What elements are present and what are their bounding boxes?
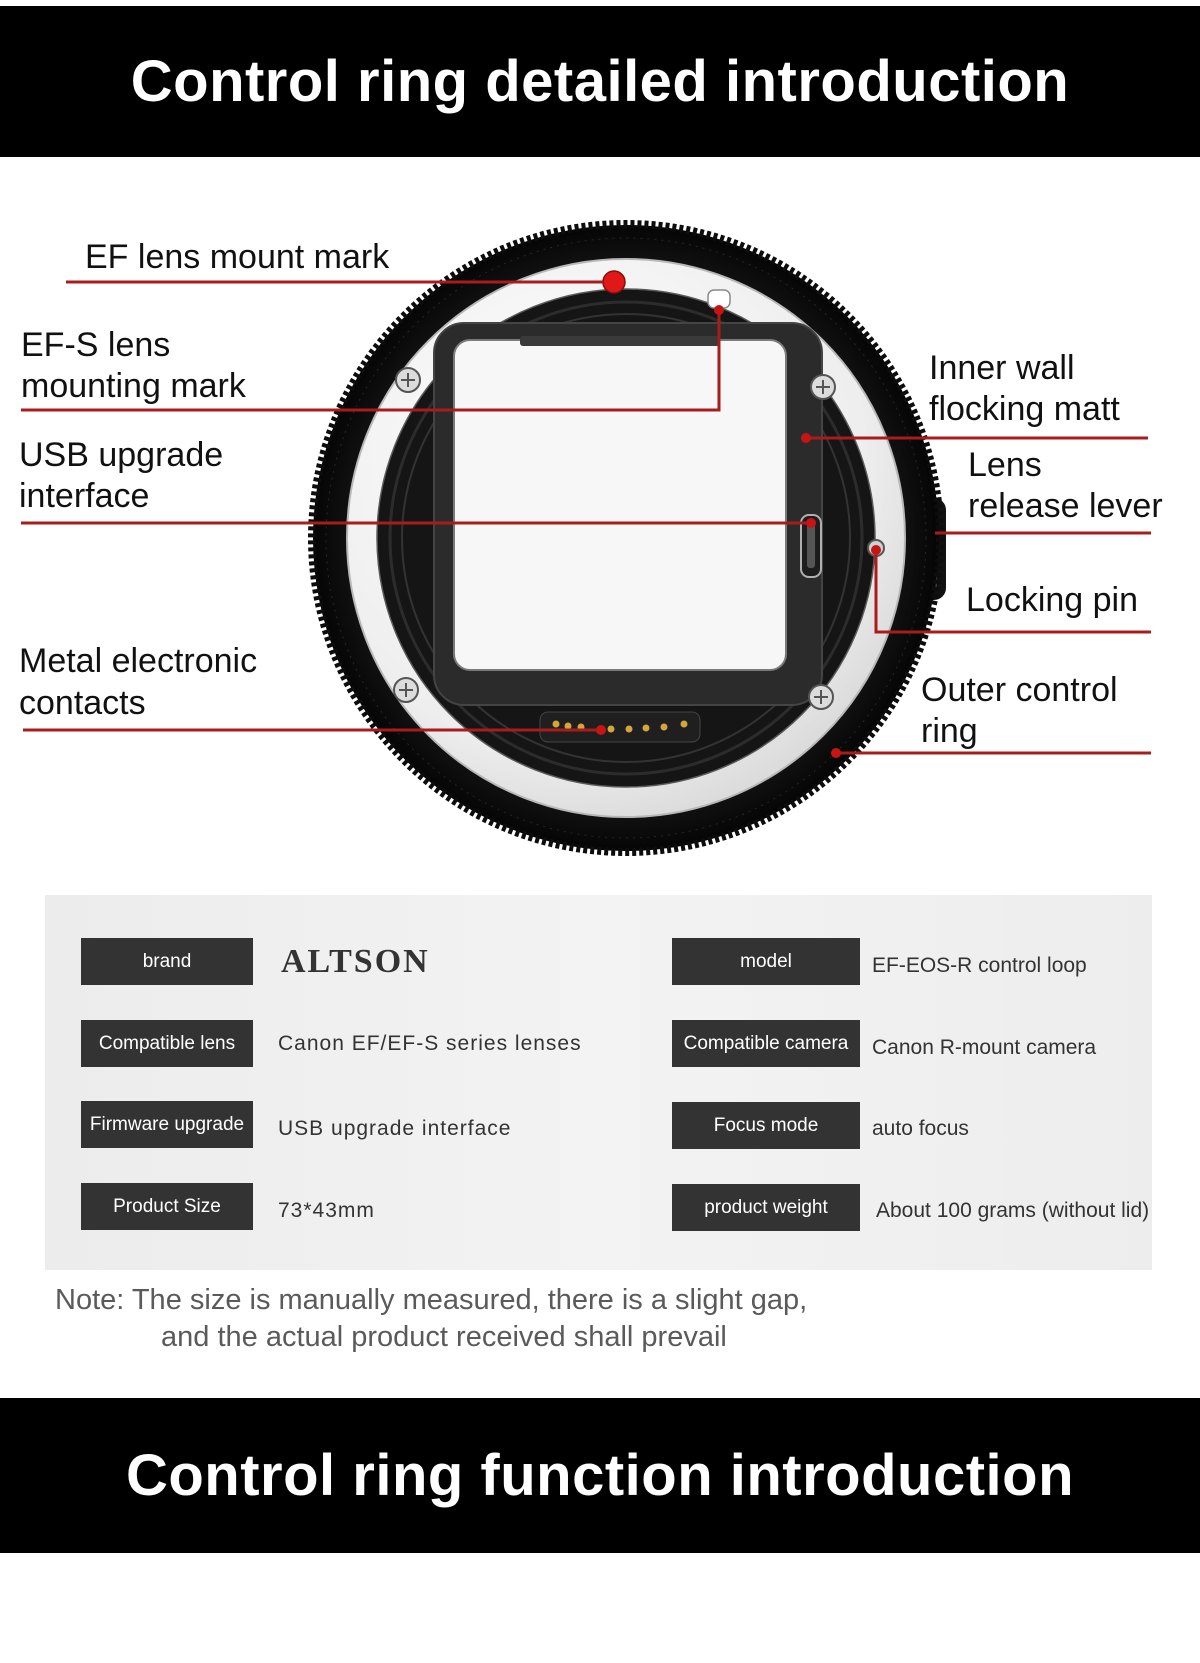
usb-port bbox=[800, 514, 822, 578]
spec-value-brand: ALTSON bbox=[281, 942, 430, 980]
callout-line-locking-pin bbox=[874, 550, 1151, 634]
callout-dot bbox=[806, 518, 816, 528]
note-line-2: and the actual product received shall pr… bbox=[161, 1321, 727, 1353]
spec-label-compatible-lens: Compatible lens bbox=[81, 1020, 253, 1067]
callout-label-ef-mount-mark: EF lens mount mark bbox=[85, 238, 390, 276]
callout-label-outer-control-ring: Outer control ring bbox=[921, 671, 1118, 750]
screw-icon bbox=[810, 374, 836, 400]
callout-label-efs-mount-mark: EF-S lens mounting mark bbox=[21, 326, 246, 405]
spec-label-focus-mode: Focus mode bbox=[672, 1102, 860, 1149]
footer-banner: Control ring function introduction bbox=[0, 1398, 1200, 1553]
ef-mount-mark-dot bbox=[602, 270, 626, 294]
callout-label-usb-interface: USB upgrade interface bbox=[19, 436, 224, 515]
callout-dot bbox=[801, 433, 811, 443]
callout-label-locking-pin: Locking pin bbox=[966, 581, 1139, 619]
callout-dot bbox=[714, 305, 724, 315]
spec-value-focus-mode: auto focus bbox=[872, 1116, 969, 1140]
callout-label-inner-wall: Inner wall flocking matt bbox=[929, 349, 1120, 428]
contact-pin bbox=[642, 724, 650, 732]
spec-value-model: EF-EOS-R control loop bbox=[872, 953, 1087, 977]
spec-label-product-weight: product weight bbox=[672, 1184, 860, 1231]
screw-icon bbox=[808, 684, 834, 710]
callout-dot bbox=[831, 748, 841, 758]
callout-line-efs-mount-mark bbox=[21, 310, 721, 412]
center-opening bbox=[453, 339, 787, 671]
contact-pin bbox=[660, 723, 668, 731]
note-line-1: Note: The size is manually measured, the… bbox=[55, 1284, 808, 1316]
spec-label-model: model bbox=[672, 938, 860, 985]
spec-value-product-weight: About 100 grams (without lid) bbox=[876, 1198, 1150, 1222]
callout-dot bbox=[596, 725, 606, 735]
spec-value-firmware-upgrade: USB upgrade interface bbox=[278, 1116, 512, 1140]
control-ring-diagram bbox=[21, 220, 1151, 856]
contact-pin bbox=[625, 725, 633, 733]
spec-value-compatible-camera: Canon R-mount camera bbox=[872, 1035, 1097, 1059]
section-title: Control ring function introduction bbox=[125, 1443, 1075, 1508]
callout-dot bbox=[871, 545, 881, 555]
contact-pin bbox=[564, 722, 572, 730]
page-title: Control ring detailed introduction bbox=[130, 49, 1070, 114]
contact-pin bbox=[680, 720, 688, 728]
spec-value-product-size: 73*43mm bbox=[278, 1198, 375, 1222]
header-banner: Control ring detailed introduction bbox=[0, 6, 1200, 157]
spec-label-product-size: Product Size bbox=[81, 1183, 253, 1230]
callout-label-metal-contacts: Metal electronic contacts bbox=[19, 642, 258, 722]
contact-pin bbox=[607, 725, 615, 733]
screw-icon bbox=[393, 677, 419, 703]
spec-label-compatible-camera: Compatible camera bbox=[672, 1020, 860, 1067]
electronic-contacts bbox=[539, 711, 701, 743]
contact-pin bbox=[552, 720, 560, 728]
callout-label-release-lever: Lens release lever bbox=[968, 446, 1163, 525]
spec-label-firmware-upgrade: Firmware upgrade bbox=[81, 1101, 253, 1148]
spec-label-brand: brand bbox=[81, 938, 253, 985]
spec-value-compatible-lens: Canon EF/EF-S series lenses bbox=[278, 1031, 582, 1055]
screw-icon bbox=[395, 367, 421, 393]
